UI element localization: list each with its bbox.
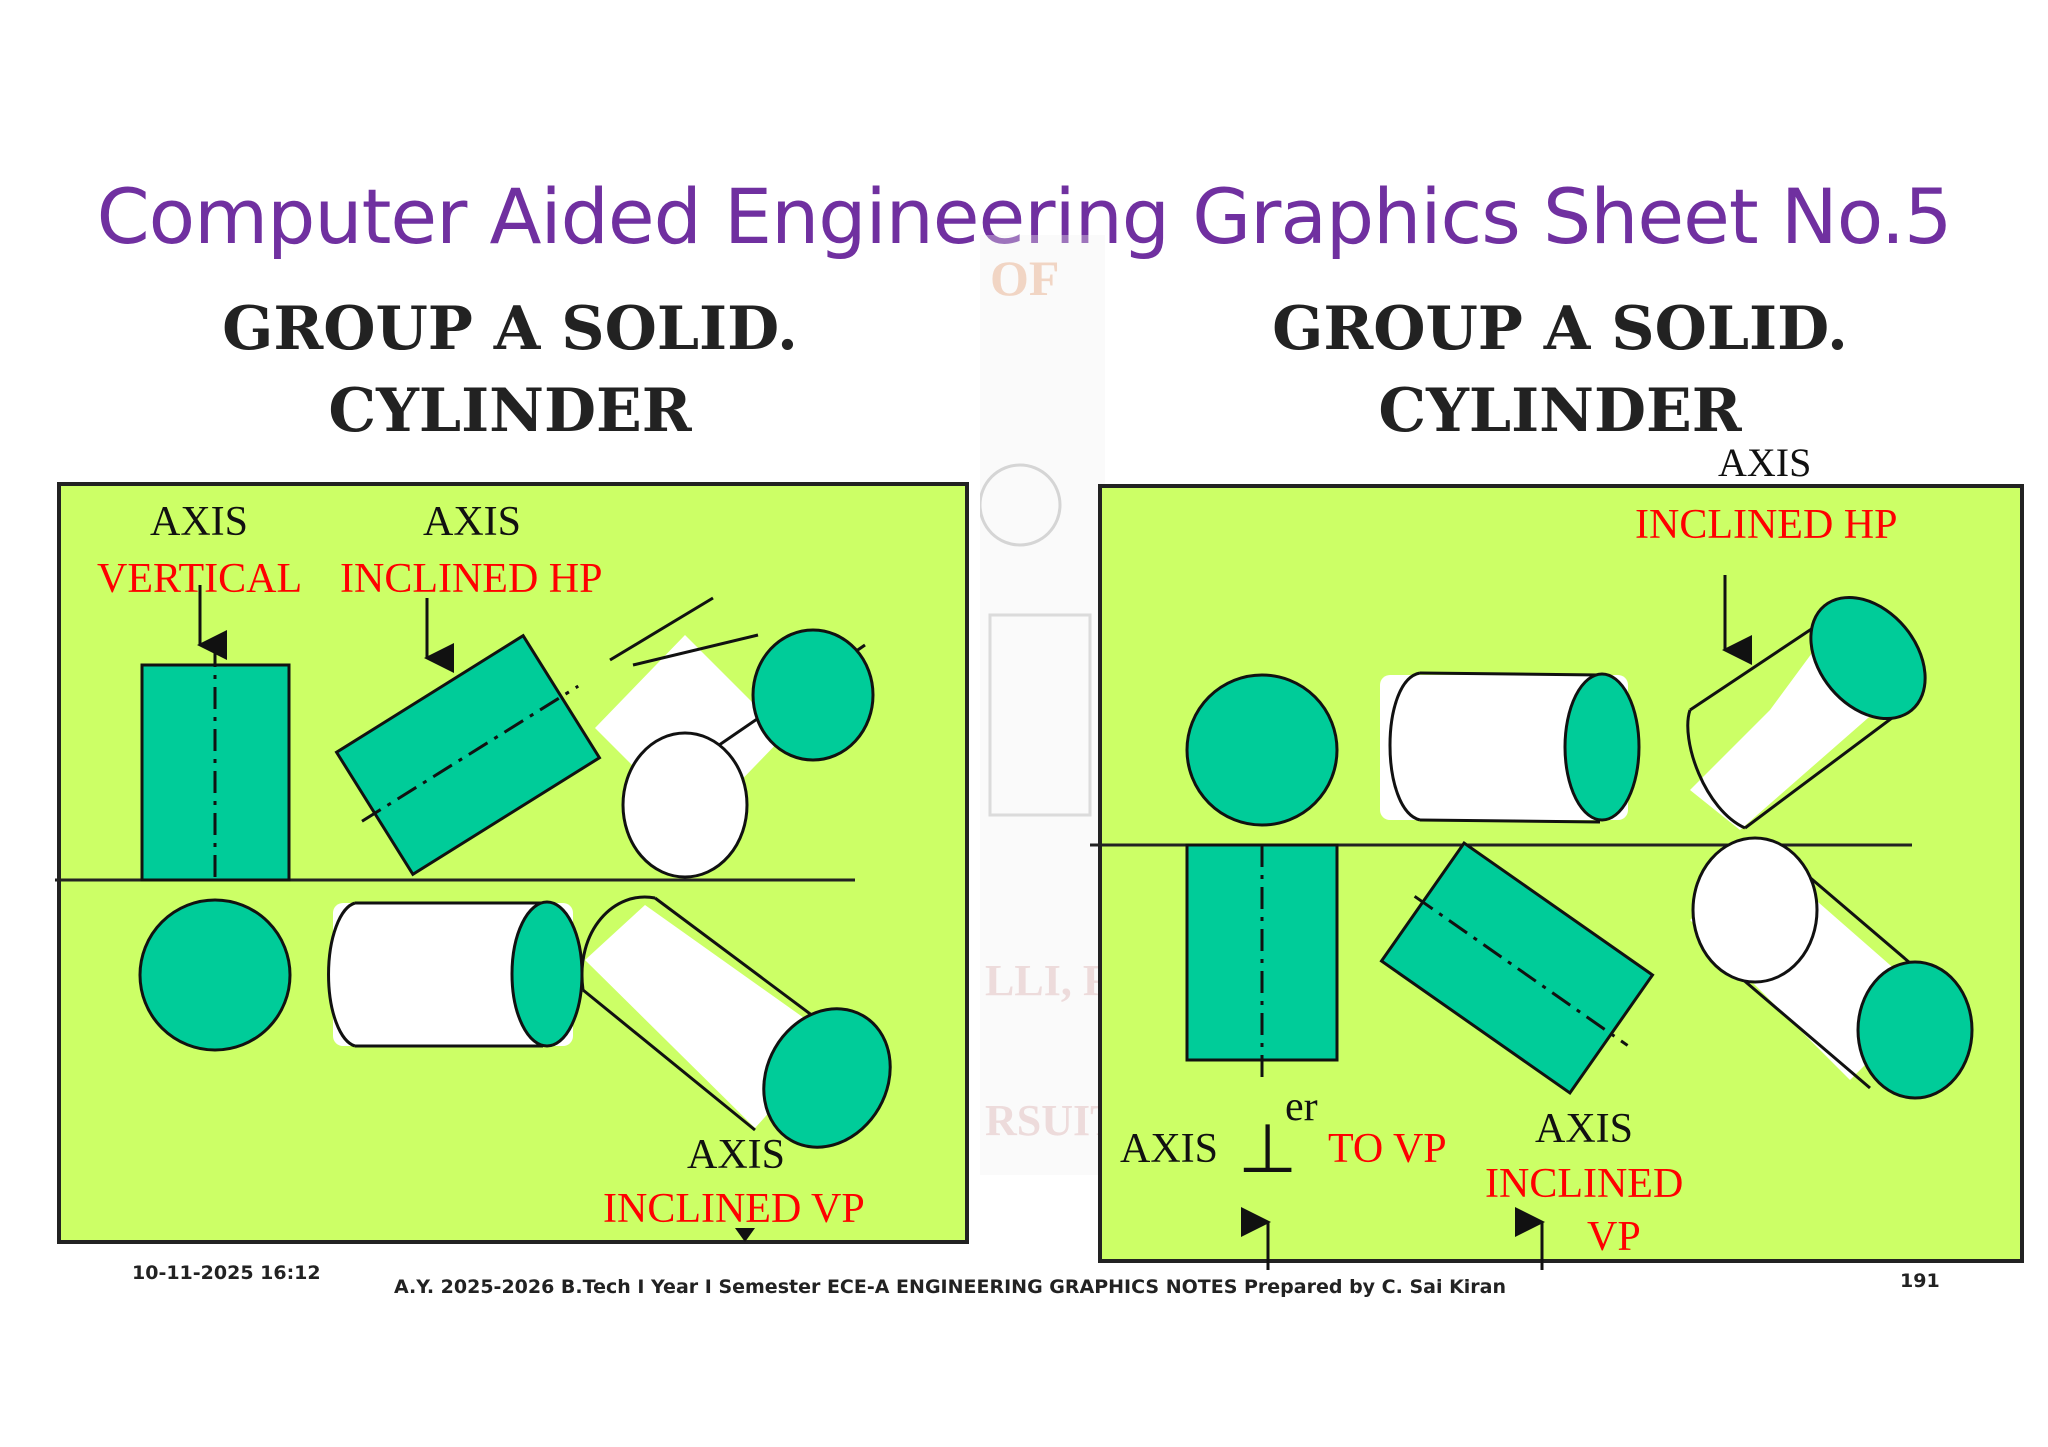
left-label-inclined-vp: INCLINED VP (603, 1186, 865, 1232)
left-label-axis-2: AXIS (423, 499, 521, 545)
watermark-text-2: LLI, R (985, 956, 1105, 1005)
right-inclined-vp-plan (1379, 840, 1655, 1096)
inclined-hp-cylinder-elevation (334, 633, 602, 877)
inclined-vp-cylinder-top (595, 596, 875, 879)
slide-title: Computer Aided Engineering Graphics Shee… (96, 172, 1953, 261)
left-cylinder-diagram: AXIS VERTICAL AXIS INCLINED HP AXIS INCL… (55, 482, 969, 1244)
right-figure-heading: GROUP A SOLID. CYLINDER (1110, 288, 2010, 452)
left-figure-heading: GROUP A SOLID. CYLINDER (60, 288, 960, 452)
right-perpendicular-symbol: ⊥ (1238, 1111, 1297, 1187)
footer-datetime: 10-11-2025 16:12 (132, 1262, 321, 1284)
right-label-inclined-hp: INCLINED HP (1635, 502, 1897, 548)
footer-notes: A.Y. 2025-2026 B.Tech I Year I Semester … (393, 1276, 1507, 1298)
right-inclined-hp-top-view (1686, 595, 1927, 830)
college-logo-watermark: OF LLI, R RSUIT (980, 235, 1105, 1175)
left-label-vertical: VERTICAL (97, 556, 302, 602)
right-label-inclined: INCLINED (1485, 1161, 1683, 1207)
perp-vp-cylinder-elevation (1185, 673, 1339, 827)
left-label-axis-3: AXIS (687, 1132, 785, 1178)
inclined-hp-cylinder-plan (327, 900, 584, 1048)
left-heading-line2: CYLINDER (328, 376, 692, 446)
right-heading-line1: GROUP A SOLID. (1272, 294, 1848, 364)
vertical-cylinder-plan (138, 898, 292, 1052)
inclined-vp-green-end (751, 628, 875, 762)
right-label-vp: VP (1587, 1214, 1641, 1260)
right-label-to-vp: TO VP (1328, 1126, 1447, 1172)
inclined-vp-cylinder-elevation (580, 895, 892, 1149)
globe-icon (980, 463, 1062, 547)
footer-page-number: 191 (1900, 1270, 1940, 1292)
left-label-axis-1: AXIS (150, 499, 248, 545)
right-label-axis-top: AXIS (1718, 440, 1811, 485)
left-label-inclined-hp: INCLINED HP (340, 556, 602, 602)
watermark-text-1: OF (990, 250, 1059, 306)
left-heading-line1: GROUP A SOLID. (222, 294, 798, 364)
right-label-axis-perp: AXIS (1120, 1126, 1218, 1172)
right-heading-line2: CYLINDER (1378, 376, 1742, 446)
watermark-text-3: RSUIT (985, 1096, 1105, 1145)
arrow-inclined-vp (735, 1228, 755, 1242)
right-cylinder-diagram: AXIS INCLINED HP AXIS ⊥ er TO VP AXIS IN… (1090, 440, 2024, 1270)
inclined-vp-white-end (621, 731, 749, 879)
right-perp-superscript: er (1285, 1084, 1318, 1130)
right-inclined-vp-top-view (1690, 836, 1974, 1100)
right-inclined-hp-elevation (1380, 671, 1641, 824)
right-label-axis-vp: AXIS (1535, 1106, 1633, 1152)
